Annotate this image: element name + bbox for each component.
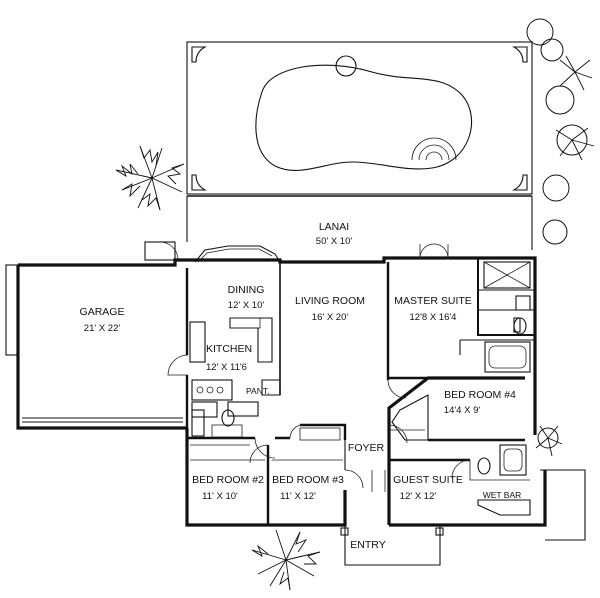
wet-bar-counter [477,499,531,516]
bed-room-2-dimensions: 11' X 10' [202,491,238,502]
interior-walls [185,258,535,525]
garage-rear-entry [144,241,179,261]
door-swings [167,354,471,492]
garage-dimensions: 21' X 22' [84,323,121,334]
bed-room-3-label: BED ROOM #3 [272,474,344,486]
master-suite-label: MASTER SUITE [394,295,472,307]
lanai-label: LANAI [319,221,349,233]
spa-icon [335,55,357,77]
living-room-label: LIVING ROOM [295,295,365,307]
entry-porch [340,469,586,566]
wet-bar-label: WET BAR [483,490,522,500]
kitchen-label: KITCHEN [206,343,252,355]
closets [190,427,425,461]
lanai-dimensions: 50' X 10' [316,236,353,247]
bed-room-3-dimensions: 11' X 12' [280,491,316,502]
guest-suite-label: GUEST SUITE [393,474,463,486]
shrubs-right-icon [526,18,595,457]
bed-room-4-label: BED ROOM #4 [444,389,516,401]
kitchen-dimensions: 12' X 11'6 [206,362,247,373]
pool-deck [186,41,533,195]
guest-bath [469,444,530,481]
living-room-dimensions: 16' X 20' [312,312,349,323]
bed-room-2-label: BED ROOM #2 [192,474,264,486]
entry-label: ENTRY [350,539,385,551]
master-suite-dimensions: 12'8 X 16'4 [410,312,457,323]
dining-bay-window [194,245,281,263]
dining-dimensions: 12' X 10' [228,300,265,311]
garage-side [5,264,19,356]
foyer-label: FOYER [348,442,385,454]
bed-room-4-dimensions: 14'4 X 9' [444,405,481,416]
dining-label: DINING [228,284,265,296]
palm-tree-left-icon [115,145,185,211]
pantry-label: PANT. [246,386,269,396]
guest-suite-dimensions: 12' X 12' [400,491,437,502]
pool [255,55,472,171]
garage-label: GARAGE [80,306,125,318]
hall-bath [191,409,243,438]
kitchen-cabinets [189,317,281,418]
palm-tree-bottom-icon [251,529,321,591]
lanai [186,195,533,250]
master-bath [419,243,531,373]
